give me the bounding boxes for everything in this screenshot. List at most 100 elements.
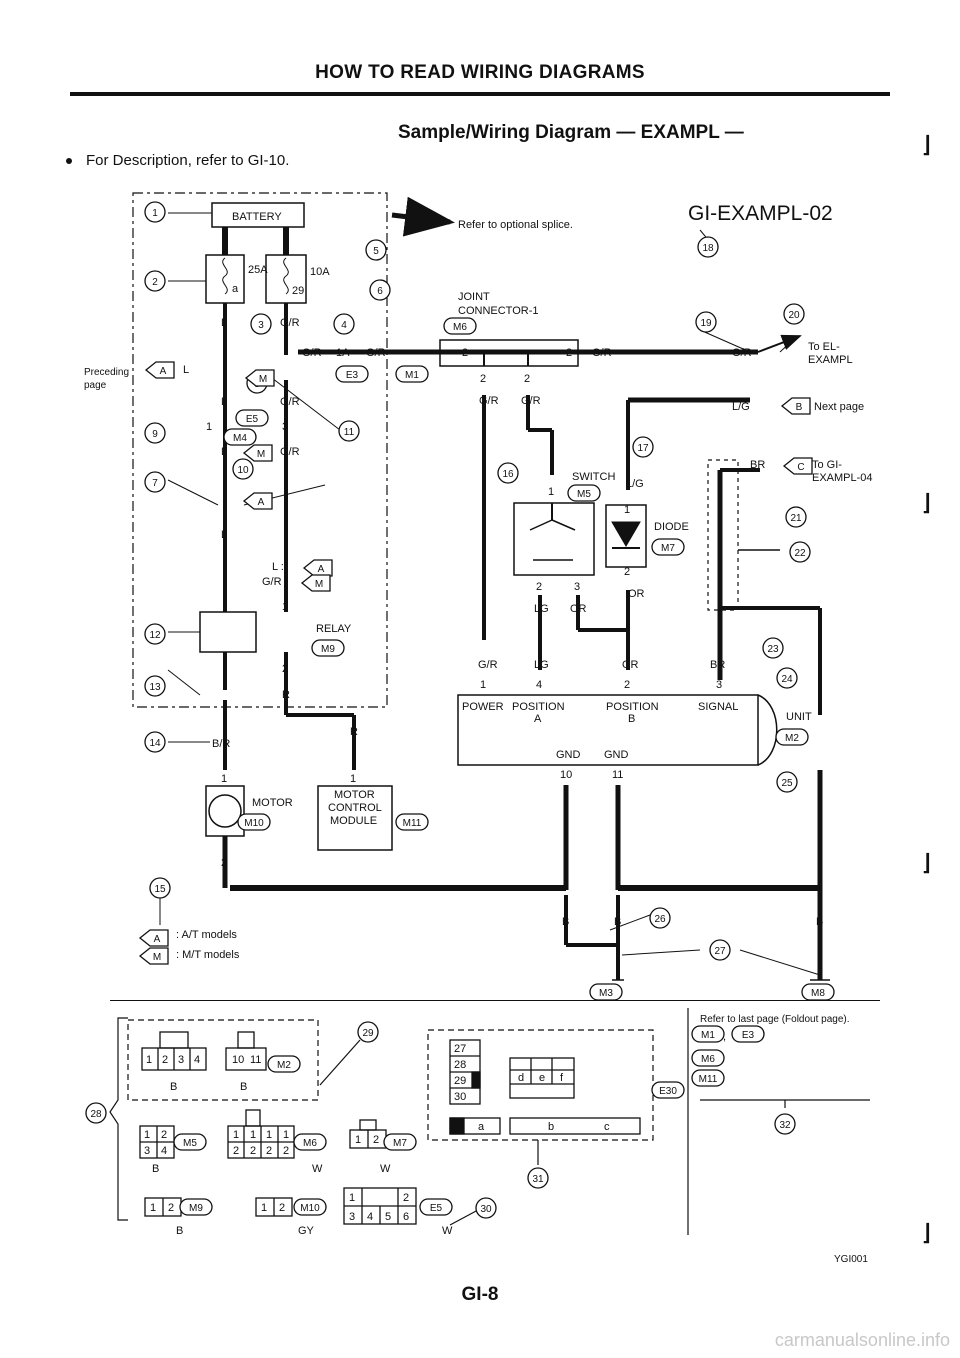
svg-text:M6: M6 [303, 1138, 317, 1149]
callout-7: 7 [144, 471, 166, 493]
fuse-block-outline [132, 192, 388, 708]
wire-color: LG [534, 603, 549, 615]
pin-label: 1 [548, 486, 554, 498]
svg-text:A: A [258, 497, 265, 508]
wire-color: W [380, 1163, 391, 1175]
legend-mt-label: : M/T models [176, 949, 240, 961]
cavity-label: 1 [349, 1192, 355, 1204]
pin-label: 2 [524, 373, 530, 385]
binding-mark-icon: ⌋ [922, 490, 931, 515]
svg-text:12: 12 [149, 630, 161, 641]
pin-label: 1A [336, 347, 350, 359]
wire-color: L : [272, 561, 284, 573]
pin-label: 2 [536, 581, 542, 593]
cavity-label: 30 [454, 1091, 466, 1103]
connector-e30-badge: E30 [651, 1081, 685, 1099]
option-m-tag-icon: M [242, 444, 273, 462]
legend-refer-label: Refer to last page (Foldout page). [700, 1014, 850, 1025]
wire-color: G/R : [262, 576, 288, 588]
connector-m9-badge: M9 [179, 1198, 213, 1216]
connector-m2-badge: M2 [775, 728, 809, 746]
callout-17: 17 [632, 436, 654, 458]
svg-text:14: 14 [149, 738, 161, 749]
svg-text:E5: E5 [430, 1203, 443, 1214]
wire-color: L [183, 364, 189, 376]
cavity-label: 2 [279, 1202, 285, 1214]
cavity-label: 1 [266, 1129, 272, 1141]
cavity-label: 27 [454, 1043, 466, 1055]
cavity-label: 6 [403, 1211, 409, 1223]
wire-color: G/R [280, 396, 300, 408]
wire-color: G/R [302, 347, 322, 359]
svg-text:E5: E5 [246, 414, 259, 425]
svg-text:30: 30 [480, 1204, 492, 1215]
svg-text:32: 32 [779, 1120, 791, 1131]
callout-23: 23 [762, 637, 784, 659]
relay-box [199, 611, 257, 653]
switch-box [513, 502, 595, 576]
svg-text:6: 6 [377, 286, 383, 297]
svg-text:E3: E3 [742, 1030, 755, 1041]
motor-control-label-2: CONTROL [328, 802, 382, 814]
connector-m7-badge: M7 [383, 1133, 417, 1151]
wire-color: B [176, 1225, 183, 1237]
to-el-label-1: To EL- [808, 341, 840, 353]
connector-m2-badge: M2 [267, 1055, 301, 1073]
pin-label: 2 [221, 857, 227, 869]
svg-text:24: 24 [781, 674, 793, 685]
svg-text:M6: M6 [701, 1054, 715, 1065]
gnd-label-1: GND [556, 749, 581, 761]
svg-text:M7: M7 [661, 543, 675, 554]
connector-m10-badge: M10 [293, 1198, 327, 1216]
to-gi-label-1: To GI- [812, 459, 842, 471]
callout-15: 15 [149, 877, 171, 899]
connector-m1-badge: M1 [691, 1025, 725, 1043]
callout-2: 2 [144, 270, 166, 292]
callout-27: 27 [709, 939, 731, 961]
callout-12: 12 [144, 623, 166, 645]
connector-m8-badge: M8 [801, 983, 835, 1001]
cavity-label: 2 [161, 1129, 167, 1141]
wire-color: L [221, 529, 227, 541]
svg-text:A: A [160, 366, 167, 377]
cavity-label: 1 [233, 1129, 239, 1141]
svg-text:M: M [153, 952, 161, 963]
battery-box [211, 202, 305, 228]
cavity-label: 28 [454, 1059, 466, 1071]
diagram-code: GI-EXAMPL-02 [688, 202, 833, 225]
refer-splice-label: Refer to optional splice. [458, 219, 573, 231]
svg-text:A: A [318, 564, 325, 575]
pin-label: 4 [536, 679, 542, 691]
joint-connector-label-1: JOINT [458, 291, 490, 303]
cavity-label: 10 [232, 1054, 244, 1066]
svg-text:M5: M5 [577, 489, 591, 500]
wire-color: G/R [732, 347, 752, 359]
cavity-label: 1 [261, 1202, 267, 1214]
fuse-a-label: a [232, 283, 239, 295]
svg-text:11: 11 [344, 427, 355, 438]
wire-color: B [816, 916, 823, 928]
signal-label: SIGNAL [698, 701, 738, 713]
legend-at-label: : A/T models [176, 929, 237, 941]
cavity-label: 3 [178, 1054, 184, 1066]
option-m-tag-icon: M [138, 947, 169, 965]
to-gi-label-2: EXAMPL-04 [812, 472, 873, 484]
wire-color: R [350, 726, 358, 738]
svg-text:M9: M9 [189, 1203, 203, 1214]
wire-color: W [312, 1163, 323, 1175]
cavity-label: 3 [349, 1211, 355, 1223]
cavity-label: 1 [144, 1129, 150, 1141]
preceding-label: Preceding [84, 367, 129, 378]
svg-text:M: M [315, 579, 323, 590]
svg-text:M: M [257, 449, 265, 460]
wire-color: OR [570, 603, 587, 615]
pin-label: 1 [624, 504, 630, 516]
pin-label: 1 [350, 773, 356, 785]
connector-m11-badge: M11 [395, 813, 429, 831]
unit-box [457, 694, 759, 766]
connector-m5-badge: M5 [173, 1133, 207, 1151]
figure-code: YGI001 [834, 1254, 868, 1265]
wire-color: G/R [521, 395, 541, 407]
callout-5: 5 [365, 239, 387, 261]
svg-text:E30: E30 [659, 1086, 677, 1097]
